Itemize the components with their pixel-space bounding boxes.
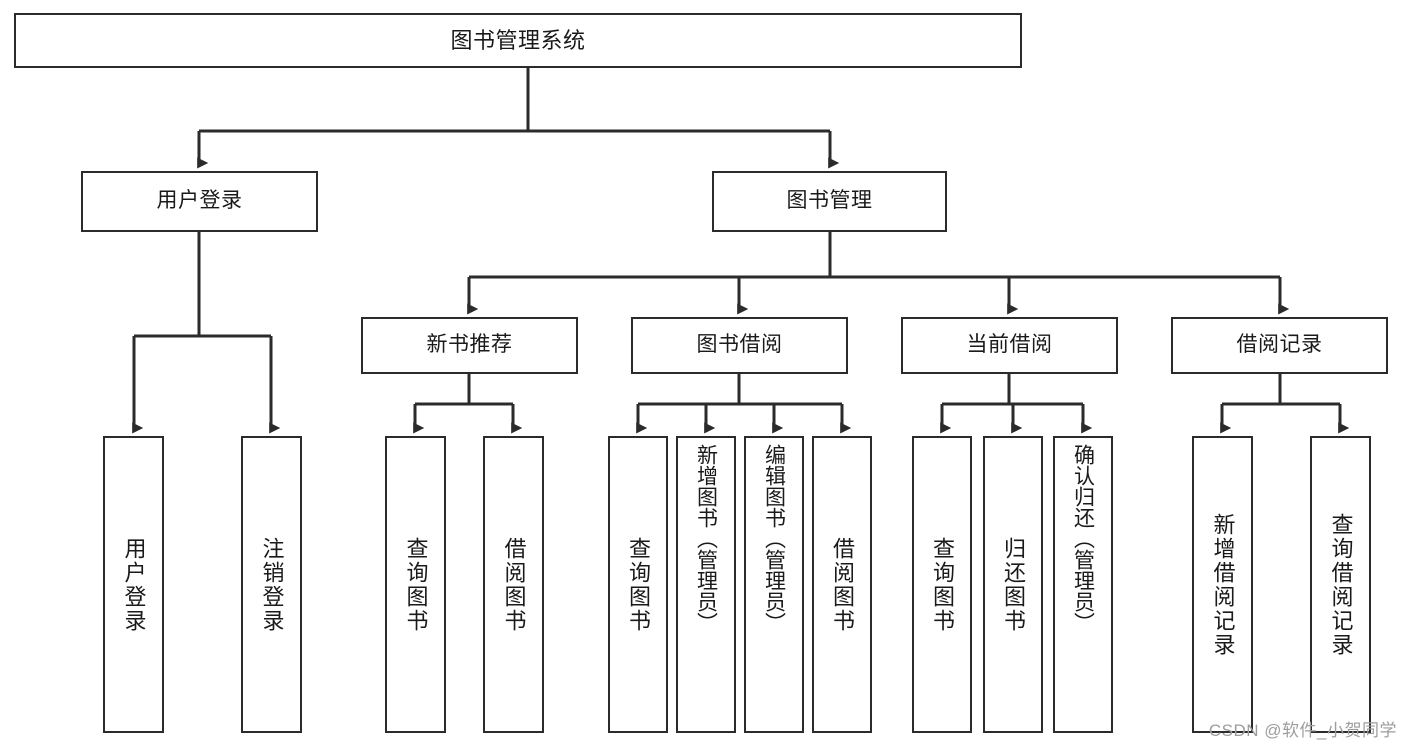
node-leaf-query-book-2-label: 查询图书 — [626, 536, 651, 633]
node-borrow-record-label: 借阅记录 — [1236, 333, 1323, 357]
node-new-book-rec[interactable]: 新书推荐 — [361, 317, 578, 374]
node-leaf-add-record[interactable]: 新增借阅记录 — [1192, 436, 1253, 733]
node-leaf-add-book[interactable]: 新增图书（管理员） — [676, 436, 736, 733]
node-leaf-query-record-label: 查询借阅记录 — [1328, 512, 1354, 657]
node-leaf-return-book-label: 归还图书 — [1001, 536, 1026, 633]
node-leaf-query-book-1-label: 查询图书 — [403, 536, 429, 633]
node-leaf-confirm-return-label: 确认归还（管理员） — [1071, 444, 1095, 633]
node-leaf-user-login-label: 用户登录 — [121, 536, 147, 633]
node-book-manage[interactable]: 图书管理 — [712, 171, 947, 232]
node-leaf-edit-book-label: 编辑图书（管理员） — [762, 444, 786, 633]
node-leaf-query-book-1[interactable]: 查询图书 — [385, 436, 446, 733]
node-leaf-query-book-3-label: 查询图书 — [930, 536, 955, 633]
node-leaf-user-logout-label: 注销登录 — [259, 536, 285, 633]
node-leaf-user-logout[interactable]: 注销登录 — [241, 436, 302, 733]
node-borrow-record[interactable]: 借阅记录 — [1171, 317, 1388, 374]
node-book-borrow-label: 图书借阅 — [696, 333, 783, 357]
node-leaf-add-record-label: 新增借阅记录 — [1210, 512, 1236, 657]
node-leaf-borrow-book-1[interactable]: 借阅图书 — [483, 436, 544, 733]
node-leaf-add-book-label: 新增图书（管理员） — [694, 444, 718, 633]
node-new-book-rec-label: 新书推荐 — [426, 333, 513, 357]
node-leaf-query-book-3[interactable]: 查询图书 — [912, 436, 972, 733]
node-leaf-query-record[interactable]: 查询借阅记录 — [1310, 436, 1371, 733]
csdn-watermark: CSDN @软件_小贺同学 — [1208, 721, 1397, 740]
node-book-borrow[interactable]: 图书借阅 — [631, 317, 848, 374]
node-leaf-user-login[interactable]: 用户登录 — [103, 436, 164, 733]
node-root[interactable]: 图书管理系统 — [14, 13, 1022, 68]
node-leaf-return-book[interactable]: 归还图书 — [983, 436, 1043, 733]
node-root-label: 图书管理系统 — [450, 27, 586, 53]
node-leaf-query-book-2[interactable]: 查询图书 — [608, 436, 668, 733]
node-leaf-borrow-book-2-label: 借阅图书 — [830, 536, 855, 633]
node-leaf-edit-book[interactable]: 编辑图书（管理员） — [744, 436, 804, 733]
node-current-borrow-label: 当前借阅 — [966, 333, 1053, 357]
node-book-manage-label: 图书管理 — [786, 189, 873, 213]
node-leaf-borrow-book-1-label: 借阅图书 — [501, 536, 527, 633]
node-current-borrow[interactable]: 当前借阅 — [901, 317, 1118, 374]
node-user-login-label: 用户登录 — [156, 189, 243, 213]
node-leaf-borrow-book-2[interactable]: 借阅图书 — [812, 436, 872, 733]
node-leaf-confirm-return[interactable]: 确认归还（管理员） — [1053, 436, 1113, 733]
node-user-login[interactable]: 用户登录 — [81, 171, 318, 232]
